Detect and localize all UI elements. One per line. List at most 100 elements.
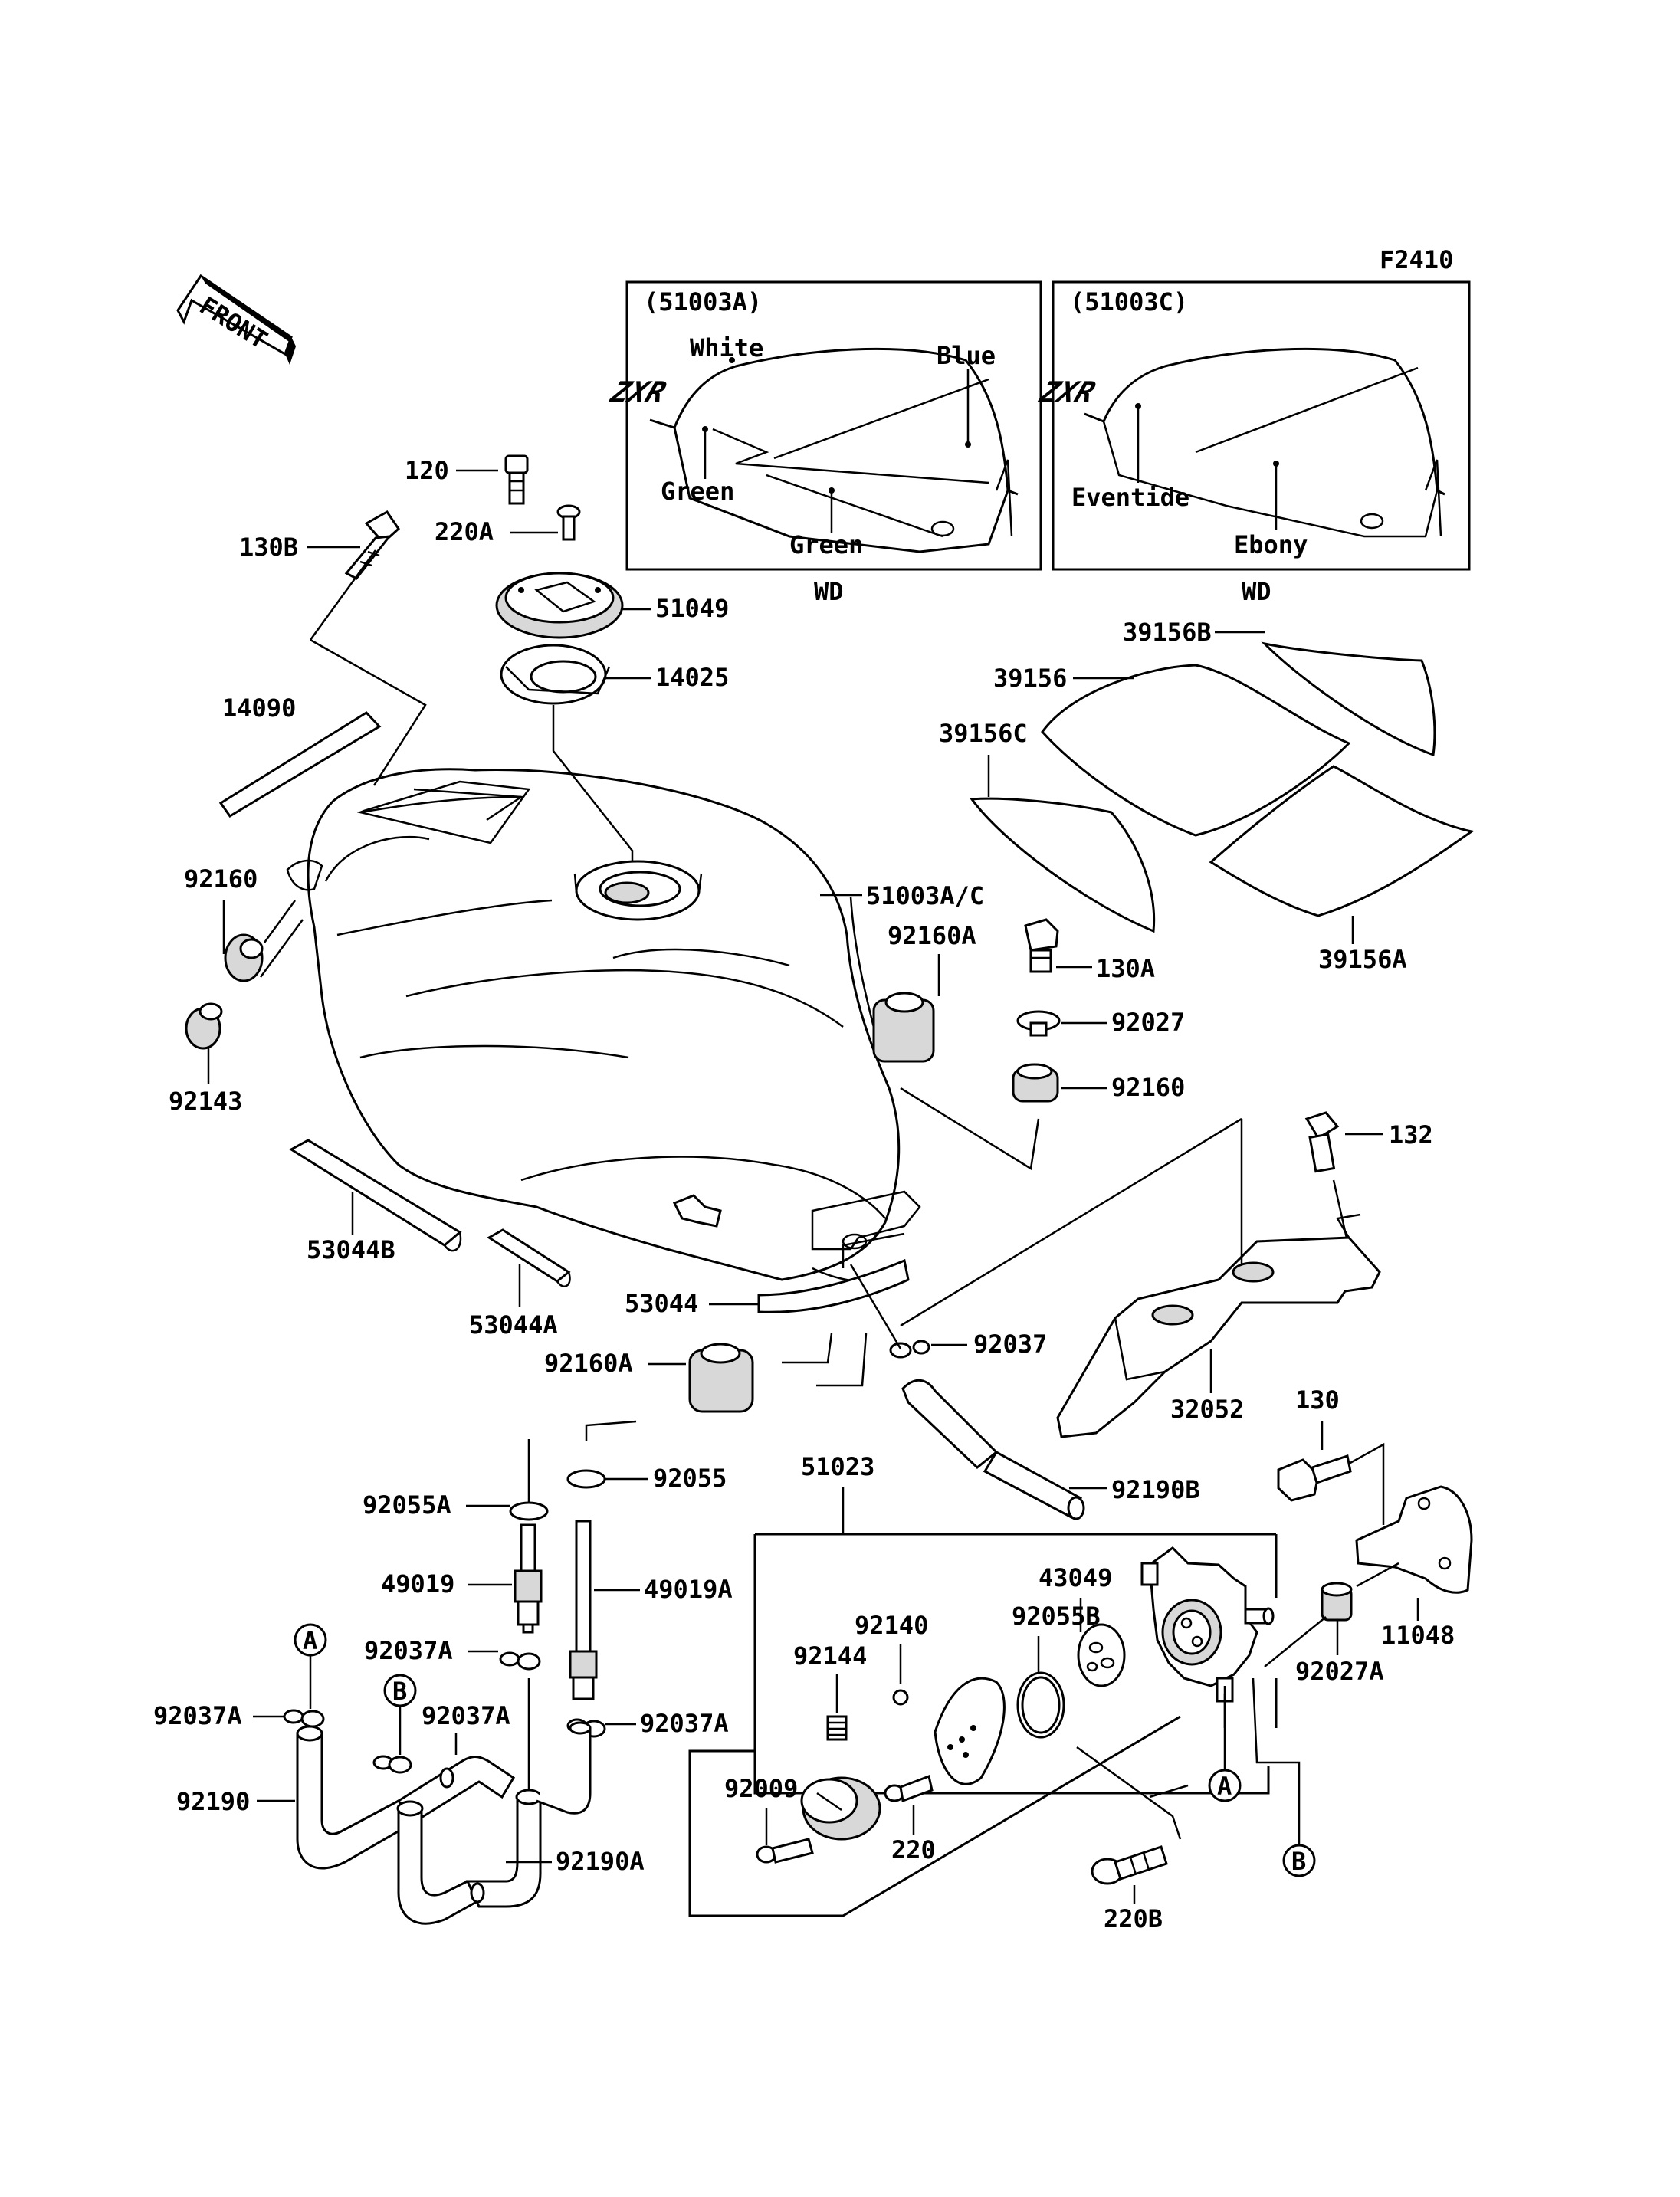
gasket-43049 [1077,1623,1126,1687]
label-53044: 53044 [625,1289,698,1318]
bolt-130B [344,510,400,580]
grommet-92160-right [1012,1063,1059,1103]
label-39156A: 39156A [1318,945,1407,974]
label-220B: 220B [1104,1904,1163,1933]
label-92037A-4: 92037A [422,1701,510,1730]
screw-220 [884,1774,934,1803]
label-92190: 92190 [176,1787,250,1816]
screw-220A [556,504,581,541]
label-32052: 32052 [1170,1395,1244,1424]
label-92160-right: 92160 [1111,1073,1185,1102]
bolt-130 [1277,1454,1352,1502]
front-arrow-icon: FRONT [176,274,296,365]
plate-11048 [1355,1485,1473,1594]
pad-39156 [1041,664,1351,837]
bolt-132 [1304,1111,1340,1173]
inset-51003A-title: (51003A) [644,287,762,316]
label-14090: 14090 [222,694,296,723]
clip-92037A-3 [283,1709,325,1728]
inset-51003C: (51003C) ZXR Eventide Ebony WD [1034,280,1471,606]
lever-knob [800,1776,881,1841]
label-92160A-top: 92160A [888,921,976,950]
label-53044A: 53044A [469,1310,558,1340]
hose-92190B [901,1379,1085,1520]
screw-220B [1091,1845,1168,1885]
label-92160A-bottom: 92160A [544,1349,633,1378]
fuel-pipe-49019 [514,1523,543,1634]
label-14025: 14025 [655,663,729,692]
label-92190A: 92190A [556,1847,645,1876]
plate-disc [934,1677,1006,1785]
inset-51003A: (51003A) ZXR White Blue Green Green WD [605,280,1042,606]
label-92055: 92055 [653,1464,727,1493]
svg-text:B: B [392,1677,407,1706]
oring-92055B [1016,1671,1065,1739]
inset-51003A-color-green-2: Green [789,530,863,559]
label-92027A: 92027A [1295,1657,1384,1686]
figure-code: F2410 [1380,245,1453,274]
inset-51003C-color-eventide: Eventide [1071,483,1189,512]
label-53044B: 53044B [307,1235,395,1264]
label-92140: 92140 [855,1611,928,1640]
oring-92055 [566,1469,606,1489]
label-92144: 92144 [793,1641,867,1671]
washer-92027 [1016,1010,1061,1037]
damper-92143 [185,1002,223,1050]
strip-14090 [218,711,382,818]
label-130: 130 [1295,1385,1340,1415]
label-132: 132 [1389,1120,1433,1149]
inset-51003A-color-green-1: Green [661,477,734,506]
label-92037A-1: 92037A [364,1636,453,1665]
strip-53044B [289,1139,462,1252]
oring-92055A [509,1501,549,1521]
inset-51003C-logo: ZXR [1034,376,1099,410]
pad-39156A [1209,765,1475,917]
label-92037: 92037 [973,1330,1047,1359]
pad-39156B [1261,641,1436,757]
label-92055B: 92055B [1012,1602,1101,1631]
label-92037A-3: 92037A [153,1701,242,1730]
label-92143: 92143 [169,1087,242,1116]
inset-51003C-color-ebony: Ebony [1234,530,1308,559]
clip-92037A-1 [499,1651,541,1671]
label-39156B: 39156B [1123,618,1212,647]
bolt-120 [504,454,529,505]
bolt-130A [1024,918,1059,973]
damper-92160A-bottom [688,1343,754,1413]
label-51049: 51049 [655,594,729,623]
clip-92037 [889,1340,930,1359]
gasket-14025 [500,644,611,705]
label-49019A: 49019A [644,1575,733,1604]
spacer-92027A [1321,1582,1353,1622]
label-130A: 130A [1096,954,1155,983]
pad-39156C [970,797,1156,933]
screw-92009 [756,1838,814,1864]
cap-51049 [495,572,624,639]
fuel-cock-body [1140,1546,1275,1703]
inset-51003A-model: WD [814,577,844,606]
label-51023: 51023 [801,1452,874,1481]
label-92055A: 92055A [363,1490,451,1520]
ref-circle-B-right: B [1282,1844,1316,1877]
svg-text:A: A [1217,1772,1232,1801]
label-92160-left: 92160 [184,864,258,894]
hose-92190 [296,1725,516,1870]
label-39156: 39156 [993,664,1067,693]
svg-text:A: A [303,1626,317,1655]
label-43049: 43049 [1039,1563,1112,1592]
ref-circle-A-right: A [1208,1769,1242,1802]
grommet-92160-left [224,933,264,982]
svg-text:B: B [1291,1847,1306,1876]
clip-92037A-4 [372,1755,412,1774]
inset-51003C-model: WD [1242,577,1271,606]
strip-53044A [487,1228,571,1287]
ref-circle-B-left: B [383,1674,417,1707]
label-92009: 92009 [724,1774,798,1803]
label-39156C: 39156C [939,719,1028,748]
hose-92190A [396,1721,592,1925]
ref-circle-A-left: A [294,1623,327,1657]
fuel-tank-51003AC [286,768,921,1313]
inset-51003C-title: (51003C) [1070,287,1188,316]
label-11048: 11048 [1381,1621,1455,1650]
